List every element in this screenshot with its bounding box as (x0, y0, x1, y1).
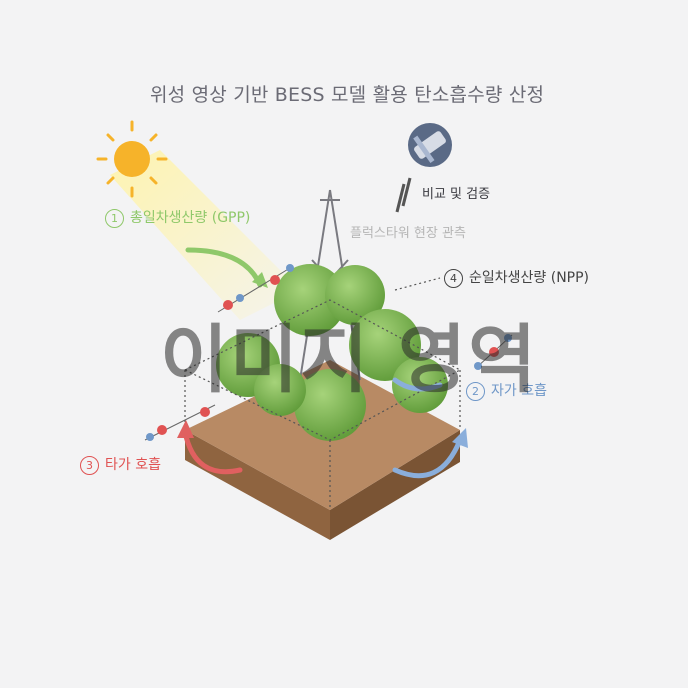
co2-molecule-icon (217, 264, 294, 313)
heterotrophic-text: 타가 호흡 (105, 457, 161, 473)
npp-text: 순일차생산량 (NPP) (469, 270, 590, 286)
gpp-number: 1 (105, 208, 124, 228)
heterotrophic-label: 3 타가 호흡 (80, 454, 161, 475)
autotrophic-number: 2 (466, 381, 485, 401)
flux-tower-label: 플럭스타워 현장 관측 (350, 226, 466, 241)
heterotrophic-arrowhead (177, 420, 194, 438)
autotrophic-text: 자가 호흡 (491, 383, 547, 399)
autotrophic-arrowhead (452, 428, 468, 448)
co2-molecule-icon (474, 334, 513, 370)
autotrophic-label: 2 자가 호흡 (466, 380, 547, 401)
validation-bars (395, 177, 412, 213)
npp-label: 4 순일차생산량 (NPP) (444, 267, 589, 288)
heterotrophic-number: 3 (80, 455, 99, 475)
image-placeholder-watermark: 이미지 영역 (160, 317, 539, 403)
autotrophic-arrow-lower (392, 437, 463, 479)
heterotrophic-arrow (182, 429, 243, 475)
npp-number: 4 (444, 268, 463, 288)
diagram-title: 위성 영상 기반 BESS 모델 활용 탄소흡수량 산정 (150, 84, 545, 106)
validation-label: 비교 및 검증 (422, 187, 491, 202)
forest-canopy (216, 264, 448, 441)
sunlight-beam (110, 150, 300, 320)
sun-icon (96, 120, 168, 198)
gpp-label: 1 총일차생산량 (GPP) (105, 207, 250, 228)
gpp-text: 총일차생산량 (GPP) (130, 210, 251, 226)
autotrophic-arrow-upper (392, 377, 443, 392)
co2-molecule-icon (144, 404, 216, 441)
satellite-icon (408, 123, 452, 167)
